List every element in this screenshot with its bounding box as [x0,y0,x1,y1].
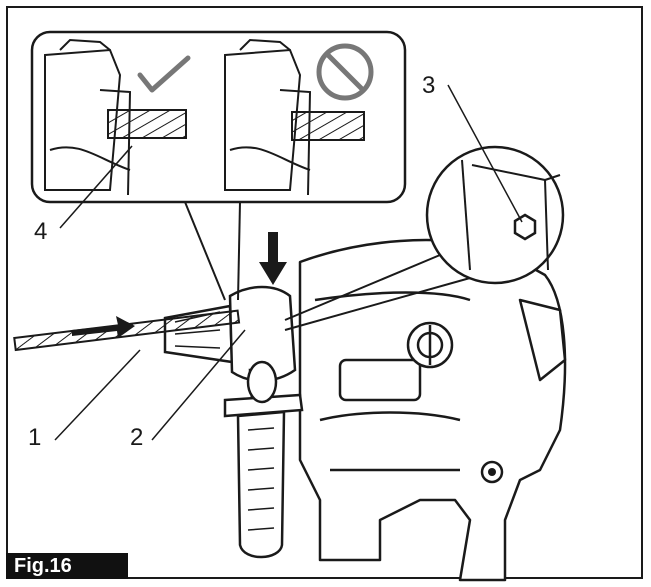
incorrect-detail [224,38,365,196]
arrow-right-icon [72,316,135,338]
callout-4: 4 [34,218,48,245]
chuck [163,285,297,382]
callout-3: 3 [422,72,436,99]
inset-leader-left [184,201,226,301]
arrow-down-icon [259,232,287,285]
figure-label: Fig.16 [6,553,128,579]
inset-panel [30,30,407,204]
inset-leader-right [237,201,241,301]
hex-bolt-icon [513,213,537,241]
leader-2 [151,329,246,441]
prohibited-icon [316,43,374,101]
magnifier-leader-top [284,254,441,321]
drill-body [298,238,567,582]
correct-detail [44,38,187,196]
side-handle [223,360,304,559]
callout-2: 2 [130,424,144,451]
leader-3 [447,84,523,223]
callout-1: 1 [28,424,42,451]
magnifier-leader-bottom [284,277,471,331]
leader-1 [54,349,141,441]
magnifier-detail [461,159,561,271]
checkmark-icon [137,55,191,93]
leader-4 [59,145,133,229]
figure-frame [6,6,643,579]
magnifier-circle [425,145,565,285]
mode-knob [406,321,454,369]
pivot-bolt-center [488,468,496,476]
